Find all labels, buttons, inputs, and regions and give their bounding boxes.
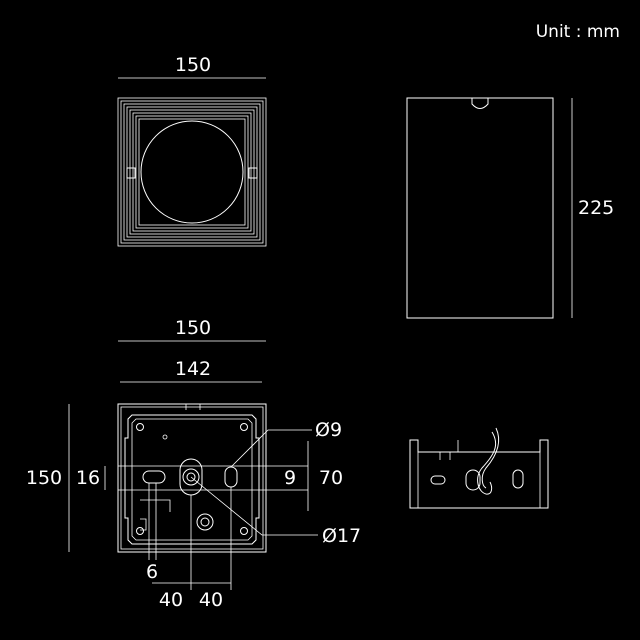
mount-plate-top-tab — [185, 404, 201, 410]
top-view: 150 — [117, 54, 267, 247]
side-view-body — [406, 97, 554, 319]
mount-bracket-step — [140, 499, 171, 512]
bracket-slot-right — [512, 469, 524, 489]
diameter-17-label: Ø17 — [322, 525, 361, 547]
offset-16-label: 16 — [76, 467, 100, 489]
bracket-view — [409, 427, 549, 509]
top-view-lens-circle — [140, 120, 244, 224]
cable-wire — [477, 431, 497, 495]
mount-inner-width-label: 142 — [175, 358, 211, 380]
mount-plate-outer — [117, 403, 267, 553]
mount-bracket-inner — [131, 418, 253, 541]
mount-plate-inner — [120, 406, 264, 550]
span-70-label: 70 — [319, 467, 343, 489]
small-hole-icon — [162, 434, 168, 440]
top-view-frame — [117, 97, 267, 247]
hole-9-label: 9 — [284, 467, 296, 489]
side-view-cable-notch — [471, 98, 489, 109]
mount-outer-width-label: 150 — [175, 317, 211, 339]
terminal-outer-ring — [182, 468, 200, 486]
side-view: 225 — [406, 97, 614, 319]
diameter-9-label: Ø9 — [315, 419, 342, 441]
mount-bracket-tab — [140, 518, 147, 531]
spacing-left-label: 40 — [159, 589, 183, 611]
mount-slot-right — [224, 466, 238, 488]
lower-screw-outer — [196, 513, 214, 531]
diameter-17-leader — [190, 476, 318, 536]
mount-height-label: 150 — [26, 467, 62, 489]
corner-screw-icon — [136, 527, 144, 535]
bracket-body — [409, 439, 549, 509]
spacing-right-label: 40 — [199, 589, 223, 611]
mount-slot-left — [142, 470, 166, 484]
diameter-9-leader — [230, 429, 312, 468]
top-view-width-label: 150 — [175, 54, 211, 76]
corner-screw-icon — [240, 527, 248, 535]
lower-screw-inner — [200, 517, 210, 527]
corner-screw-icon — [136, 423, 144, 431]
mount-bracket-outline — [124, 414, 260, 545]
slot-6-label: 6 — [146, 561, 158, 583]
unit-label: Unit : mm — [536, 22, 620, 42]
bracket-slot-center — [465, 469, 481, 491]
cable-wire-outline — [481, 427, 500, 489]
corner-screw-icon — [240, 423, 248, 431]
bracket-tabs — [439, 440, 459, 460]
side-view-height-label: 225 — [578, 197, 614, 219]
mount-view: 150 142 — [26, 317, 361, 611]
terminal-inner-ring — [186, 472, 196, 482]
bracket-slot-left — [430, 475, 446, 485]
